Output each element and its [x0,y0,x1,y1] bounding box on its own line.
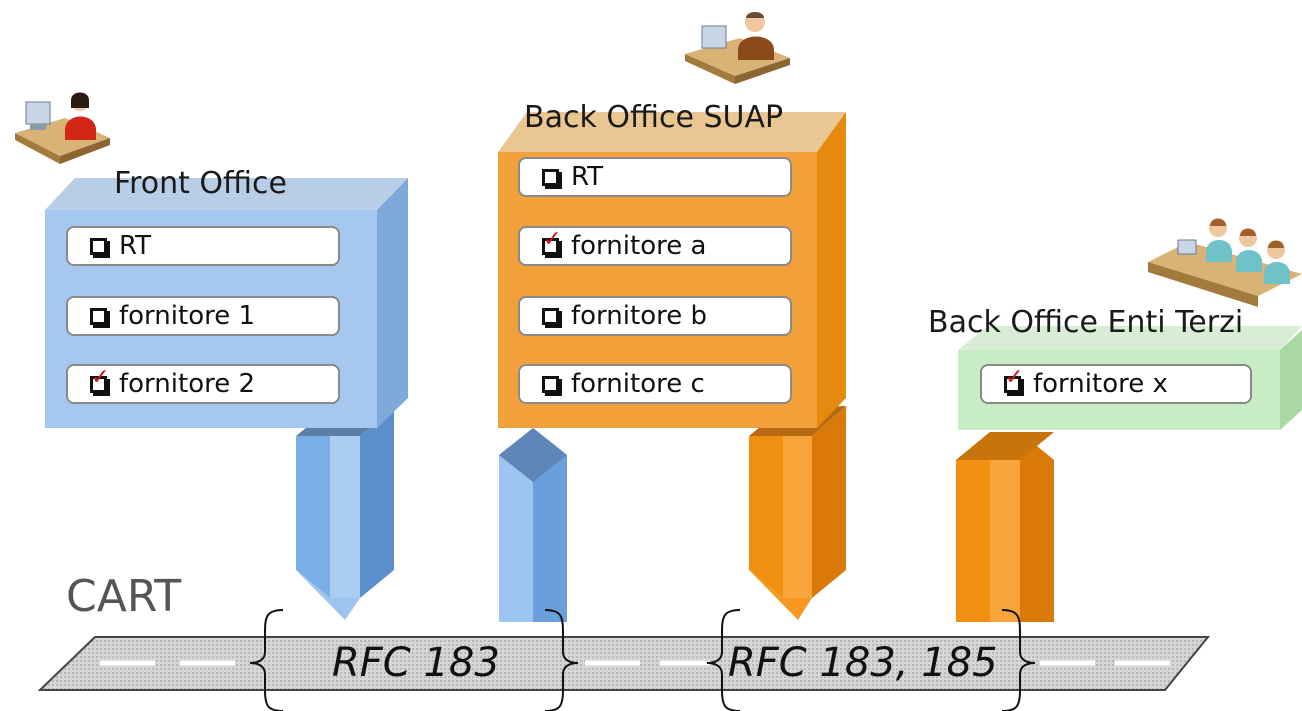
item-label: fornitore c [571,369,705,399]
item-label: fornitore 1 [119,301,256,331]
front-item-rt[interactable]: RT [66,226,340,266]
front-item-fornitore-1[interactable]: fornitore 1 [66,296,340,336]
checkbox-icon[interactable] [542,307,559,325]
item-label: fornitore 2 [119,369,256,399]
checkmark-icon: ✓ [543,226,562,252]
group-icon [1148,218,1302,307]
checkbox-checked-icon[interactable]: ✓ [90,366,109,393]
suap-item-fornitore-a[interactable]: ✓ fornitore a [518,226,792,266]
suap-orange-pillar [749,406,846,620]
checkmark-icon: ✓ [1005,364,1024,390]
checkbox-icon[interactable] [542,375,559,393]
cart-road [37,636,1211,691]
back-office-suap-title: Back Office SUAP [524,100,784,135]
item-label: fornitore a [571,231,707,261]
checkbox-icon[interactable] [90,307,107,325]
checkbox-checked-icon[interactable]: ✓ [542,228,561,255]
checkbox-icon[interactable] [542,168,559,186]
front-item-fornitore-2[interactable]: ✓ fornitore 2 [66,364,340,404]
checkbox-checked-icon[interactable]: ✓ [1004,366,1023,393]
back-office-enti-title: Back Office Enti Terzi [928,305,1244,340]
enti-item-fornitore-x[interactable]: ✓ fornitore x [980,364,1252,404]
operator-icon [15,92,110,164]
checkmark-icon: ✓ [91,364,110,390]
suap-item-fornitore-b[interactable]: fornitore b [518,296,792,336]
checkbox-icon[interactable] [90,237,107,255]
suap-item-fornitore-c[interactable]: fornitore c [518,364,792,404]
brace-right-2 [1001,609,1036,711]
item-label: RT [119,231,152,261]
item-label: fornitore x [1033,369,1168,399]
front-office-title: Front Office [114,166,287,201]
brace-left-2 [706,609,741,711]
brace-right-1 [544,609,579,711]
brace-left-1 [249,609,284,711]
front-office-pillar [296,406,394,620]
item-label: fornitore b [571,301,707,331]
rfc-label-2: RFC 183, 185 [728,640,998,686]
cart-label: CART [66,571,182,622]
clerk-icon [685,12,790,84]
suap-item-rt[interactable]: RT [518,157,792,197]
item-label: RT [571,162,604,192]
suap-blue-pillar [499,428,567,622]
rfc-braces [249,609,1036,711]
rfc-label-1: RFC 183 [332,640,500,686]
enti-orange-pillar [956,432,1054,622]
